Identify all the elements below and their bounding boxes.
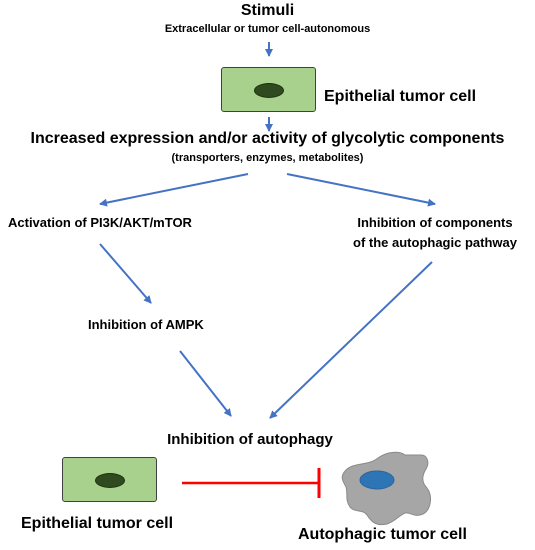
autophagic-components-label-line1: Inhibition of components bbox=[357, 215, 513, 230]
glycolysis-title: Increased expression and/or activity of … bbox=[30, 130, 505, 147]
stimuli-title: Stimuli bbox=[240, 2, 295, 19]
autophagic-tumor-cell-label: Autophagic tumor cell bbox=[298, 526, 467, 543]
autophagic-tumor-cell-shape bbox=[341, 451, 431, 526]
arrow-glycolysis-to-autophagic-components bbox=[286, 173, 436, 207]
autophagy-inhibition-label: Inhibition of autophagy bbox=[167, 431, 333, 448]
epithelial-tumor-cell-bottom bbox=[62, 457, 157, 502]
arrow-ampk-to-autophagy-inhibition bbox=[179, 350, 232, 417]
epithelial-tumor-cell-top-label: Epithelial tumor cell bbox=[324, 88, 477, 105]
autophagic-components-label-line2: of the autophagic pathway bbox=[353, 235, 517, 250]
arrow-glycolysis-to-pi3k bbox=[99, 173, 249, 207]
glycolysis-subtitle: (transporters, enzymes, metabolites) bbox=[171, 152, 364, 164]
arrow-pi3k-to-ampk bbox=[99, 243, 152, 304]
stimuli-subtitle: Extracellular or tumor cell-autonomous bbox=[164, 23, 371, 35]
epithelial-tumor-cell-bottom-nucleus bbox=[95, 473, 125, 488]
pi3k-activation-label: Activation of PI3K/AKT/mTOR bbox=[8, 215, 192, 230]
epithelial-tumor-cell-top-nucleus bbox=[254, 83, 284, 98]
autophagic-tumor-cell-nucleus bbox=[359, 470, 395, 490]
arrow-autophagic-components-to-autophagy-inhibition bbox=[269, 261, 433, 419]
epithelial-tumor-cell-bottom-label: Epithelial tumor cell bbox=[21, 515, 174, 532]
epithelial-tumor-cell-top bbox=[221, 67, 316, 112]
ampk-inhibition-label: Inhibition of AMPK bbox=[88, 317, 204, 332]
